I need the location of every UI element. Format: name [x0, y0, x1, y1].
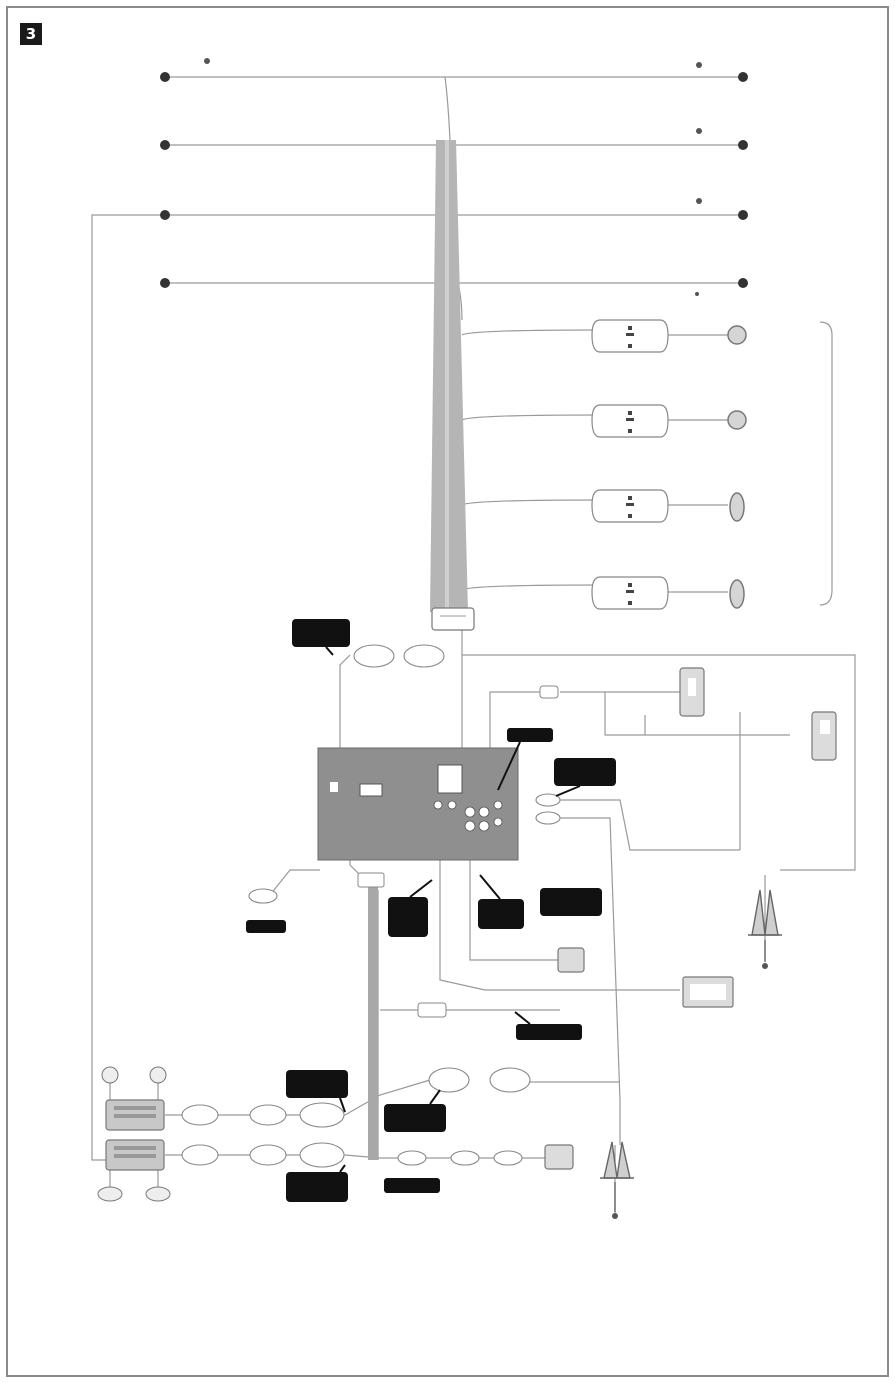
callout-label	[292, 619, 350, 647]
terminal-right-1	[738, 72, 748, 82]
camera-device-1	[557, 947, 585, 973]
callout-label	[246, 920, 286, 933]
callout-label	[516, 1024, 582, 1040]
callout-label	[540, 888, 602, 916]
speaker-rear-right	[729, 579, 745, 609]
callout-label	[507, 728, 553, 742]
speaker-front-right	[727, 410, 747, 430]
camera-device-2	[544, 1144, 574, 1170]
terminal-right-4	[738, 278, 748, 288]
callout-label	[478, 899, 524, 929]
ipod-device	[811, 711, 837, 761]
speaker-front-left	[727, 325, 747, 345]
callout-label	[388, 897, 428, 937]
harness-connector	[431, 607, 475, 631]
terminal-left-2	[160, 140, 170, 150]
callout-label	[384, 1104, 446, 1132]
left-return-wire	[91, 214, 168, 1161]
terminal-left-1	[160, 72, 170, 82]
speaker-rear-left	[729, 492, 745, 522]
terminal-left-4	[160, 278, 170, 288]
callout-label	[554, 758, 616, 786]
terminal-right-2	[738, 140, 748, 150]
callout-label	[286, 1172, 348, 1202]
terminal-right-3	[738, 210, 748, 220]
terminal-left-3	[160, 210, 170, 220]
callout-label	[384, 1178, 440, 1193]
callout-label	[286, 1070, 348, 1098]
lower-harness-cable	[368, 880, 378, 1160]
main-unit-rear-panel	[317, 747, 519, 861]
section-number-badge: 3	[20, 23, 42, 45]
